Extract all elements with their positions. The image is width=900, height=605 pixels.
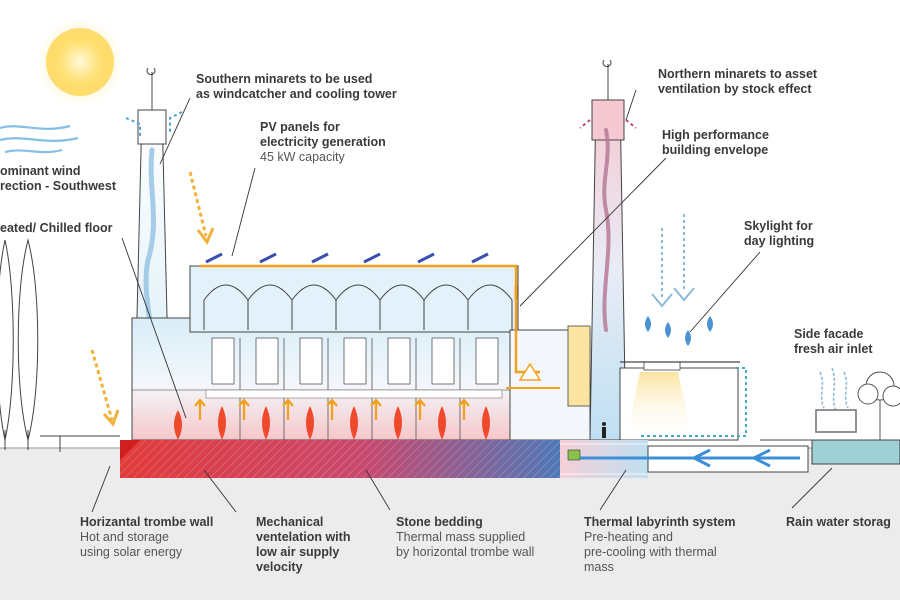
label-mechvent-title: Mechanical ventelation with low air supp… [256, 515, 351, 574]
side-facade-airflow [815, 367, 857, 433]
label-pv-sub: 45 kW capacity [260, 150, 345, 164]
label-rainwater: Rain water storag [786, 515, 891, 530]
skylight-airflow [640, 214, 747, 437]
floor-up-arrows [194, 398, 470, 420]
labyrinth-airflow [580, 448, 800, 468]
wind-arrows [0, 124, 79, 154]
label-trombe-title: Horizantal trombe wall [80, 515, 214, 529]
label-labyrinth-sub: Pre-heating and pre-cooling with thermal… [584, 530, 717, 574]
label-wind-title: ominant wind rection - Southwest [0, 164, 116, 193]
sun-icon [36, 18, 124, 106]
trees-left [0, 238, 39, 450]
label-mechvent: Mechanical ventelation with low air supp… [256, 515, 350, 575]
rain-water-tank [811, 439, 900, 465]
rain-drops [645, 316, 713, 346]
main-hall [131, 265, 519, 441]
person-icon [602, 422, 606, 438]
tree-right [857, 371, 900, 440]
label-labyrinth-title: Thermal labyrinth system [584, 515, 736, 529]
label-stone-title: Stone bedding [396, 515, 483, 529]
label-sidefacade-title: Side facade fresh air inlet [794, 327, 873, 356]
label-stack: Northern minarets to asset ventilation b… [658, 67, 817, 97]
label-windcatcher: Southern minarets to be used as windcatc… [196, 72, 397, 102]
windcatcher-arrows [125, 111, 183, 136]
label-skylight: Skylight for day lighting [744, 219, 814, 249]
northern-minaret [579, 59, 637, 441]
label-floor-title: eated/ Chilled floor [0, 221, 113, 235]
label-rainwater-title: Rain water storag [786, 515, 891, 529]
leader-lines [91, 89, 833, 513]
label-floor: eated/ Chilled floor [0, 221, 113, 236]
floor-heating-flames [174, 406, 490, 440]
label-trombe-sub: Hot and storage using solar energy [80, 530, 183, 559]
label-stack-title: Northern minarets to asset ventilation b… [658, 67, 818, 96]
sun-ray-arrows [90, 171, 215, 427]
annex [509, 325, 740, 441]
label-wind: ominant wind rection - Southwest [0, 164, 116, 194]
label-envelope-title: High performance building envelope [662, 128, 769, 157]
label-windcatcher-title: Southern minarets to be used as windcatc… [196, 72, 397, 101]
label-pv-title: PV panels for electricity generation [260, 120, 386, 149]
electric-warning-icon [518, 362, 542, 381]
label-stone-sub: Thermal mass supplied by horizontal trom… [396, 530, 535, 559]
label-sidefacade: Side facade fresh air inlet [794, 327, 873, 357]
pv-panels [205, 252, 489, 264]
label-skylight-title: Skylight for day lighting [744, 219, 815, 248]
label-envelope: High performance building envelope [662, 128, 769, 158]
